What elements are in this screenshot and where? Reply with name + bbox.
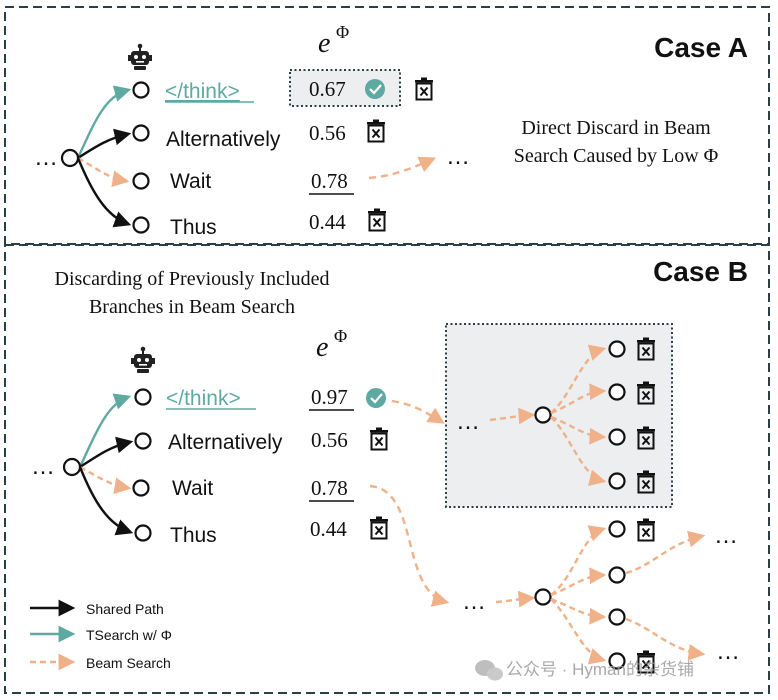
legend-beam-label: Beam Search xyxy=(86,655,171,671)
tree-node xyxy=(132,172,150,190)
case-b-header-e: e xyxy=(316,332,328,363)
tree-node xyxy=(608,652,626,670)
discarded-branch-box xyxy=(445,323,673,508)
score-think: 0.97 xyxy=(311,385,348,409)
trash-icon xyxy=(366,118,386,143)
trash-icon xyxy=(369,426,389,451)
tree-node xyxy=(134,432,152,450)
tree-node xyxy=(132,124,150,142)
legend-tsearch-label: TSearch w/ Φ xyxy=(86,627,172,643)
score-wait: 0.78 xyxy=(311,169,348,193)
trash-icon xyxy=(367,207,387,232)
beam-edge xyxy=(550,567,607,597)
tree-node xyxy=(132,479,150,497)
case-a-header-phi: Φ xyxy=(336,22,349,42)
tree-node xyxy=(534,406,552,424)
token-think: </think> xyxy=(165,80,240,103)
tree-node xyxy=(132,81,150,99)
token-alternatively: Alternatively xyxy=(166,128,281,151)
tree-node xyxy=(608,340,626,358)
tree-node xyxy=(132,216,150,234)
case-a-frame xyxy=(4,6,770,245)
shared-edge xyxy=(76,157,132,228)
tree-node xyxy=(608,608,626,626)
far-dots-1: … xyxy=(714,522,738,549)
beam-edge xyxy=(550,415,607,445)
case-b-title: Case B xyxy=(653,256,748,287)
token-wait: Wait xyxy=(172,477,213,500)
trash-icon xyxy=(636,517,656,542)
beam-edge xyxy=(368,156,437,180)
score-wait: 0.78 xyxy=(311,476,348,500)
shared-edge xyxy=(78,466,134,536)
case-b-note-line2: Branches in Beam Search xyxy=(89,296,295,318)
check-icon xyxy=(366,388,386,408)
legend-shared-label: Shared Path xyxy=(86,601,164,617)
token-thus: Thus xyxy=(170,524,217,547)
case-b-frame xyxy=(4,244,770,694)
case-a-note-line2: Search Caused by Low Φ xyxy=(514,145,719,167)
root-node xyxy=(60,148,80,168)
case-a-continue-dots: … xyxy=(446,143,470,170)
case-b-root-dots: … xyxy=(31,453,55,480)
sub-dots-top: … xyxy=(456,408,480,435)
beam-edge xyxy=(391,399,445,424)
case-a-title: Case A xyxy=(654,32,748,63)
trash-icon xyxy=(369,515,389,540)
score-thus: 0.44 xyxy=(310,517,347,541)
token-alternatively: Alternatively xyxy=(168,431,283,454)
sub-dots-bottom: … xyxy=(462,588,486,615)
shared-edge xyxy=(77,128,132,160)
beam-edge xyxy=(495,590,536,608)
tree-node xyxy=(608,472,626,490)
tree-node xyxy=(534,588,552,606)
token-think: </think> xyxy=(166,387,241,410)
score-think: 0.67 xyxy=(309,77,346,101)
token-thus: Thus xyxy=(170,216,217,239)
tsearch-edge xyxy=(78,393,132,468)
case-a-header-e: e xyxy=(318,28,330,59)
beam-edge xyxy=(369,484,450,607)
beam-edge xyxy=(550,344,607,414)
far-dots-2: … xyxy=(716,638,740,665)
beam-edge xyxy=(79,465,132,495)
beam-edge xyxy=(550,383,607,415)
score-alternatively: 0.56 xyxy=(309,121,346,145)
root-node xyxy=(62,457,82,477)
beam-edge xyxy=(550,598,607,665)
case-b-note-line1: Discarding of Previously Included xyxy=(55,268,330,290)
tree-node xyxy=(608,428,626,446)
beam-edge xyxy=(77,156,130,188)
score-alternatively: 0.56 xyxy=(311,428,348,452)
tree-node xyxy=(608,520,626,538)
token-wait: Wait xyxy=(170,170,211,193)
check-icon xyxy=(365,79,385,99)
shared-edge xyxy=(79,436,134,469)
beam-edge xyxy=(550,525,607,596)
watermark-text: 公众号 · Hyman的杂货铺 xyxy=(506,660,694,679)
tsearch-edge xyxy=(76,85,132,159)
case-b-header-phi: Φ xyxy=(334,326,347,346)
tree-node xyxy=(608,566,626,584)
robot-icon xyxy=(131,346,155,373)
beam-edge xyxy=(550,597,607,625)
beam-edge xyxy=(489,407,536,425)
score-thus: 0.44 xyxy=(309,210,346,234)
case-a-note-line1: Direct Discard in Beam xyxy=(521,117,711,139)
wechat-icon xyxy=(475,660,503,681)
trash-icon xyxy=(414,76,434,101)
robot-icon xyxy=(128,43,152,70)
tree-node xyxy=(608,383,626,401)
tree-node xyxy=(134,388,152,406)
beam-edge xyxy=(625,530,706,575)
tree-node xyxy=(134,524,152,542)
case-a-root-dots: … xyxy=(34,144,58,171)
beam-edge xyxy=(625,617,706,661)
